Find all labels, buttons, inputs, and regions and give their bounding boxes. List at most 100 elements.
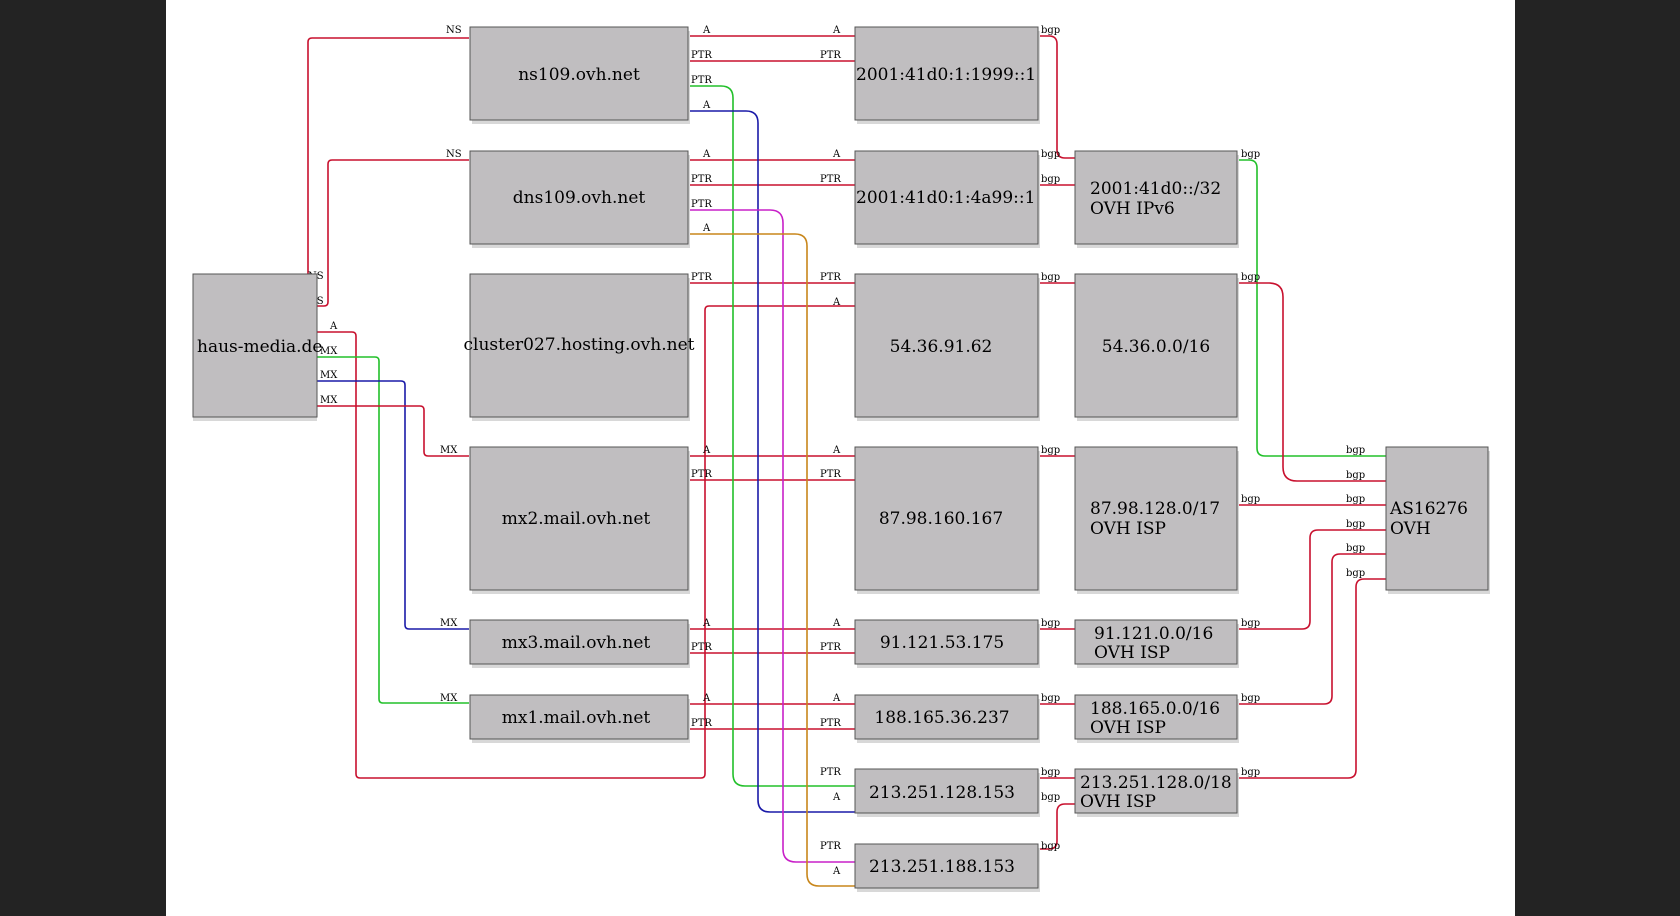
node-label: 2001:41d0:1:4a99::1: [856, 188, 1035, 208]
node-webhost[interactable]: cluster027.hosting.ovh.net: [464, 273, 695, 421]
node-label: cluster027.hosting.ovh.net: [464, 335, 695, 355]
node-label: 87.98.128.0/17: [1090, 499, 1220, 519]
port-label: A: [702, 25, 711, 36]
port-label: PTR: [691, 469, 712, 480]
port-label: bgp: [1041, 618, 1060, 629]
port-label: A: [702, 618, 711, 629]
node-label: OVH ISP: [1090, 519, 1166, 539]
edge-a-haus-ip213a: [300, 305, 855, 779]
edge-a-dns109-ip213b: [689, 233, 855, 887]
node-label: dns109.ovh.net: [513, 188, 646, 208]
port-label: PTR: [691, 174, 712, 185]
port-label: NS: [446, 149, 462, 160]
port-label: PTR: [820, 174, 841, 185]
node-network[interactable]: 213.251.128.0/18 OVH ISP: [1074, 768, 1239, 817]
edge-bgp-net91-as: [1239, 529, 1387, 630]
port-label: PTR: [820, 718, 841, 729]
port-label: PTR: [820, 469, 841, 480]
port-label: bgp: [1041, 792, 1060, 803]
port-label: bgp: [1346, 445, 1365, 456]
dns-graph: NS NS A MX MX MX NS NS MX MX MX A PTR PT…: [192, 25, 1490, 892]
edge-bgp-ip6a-net6: [1039, 35, 1076, 159]
diagram-canvas: NS NS A MX MX MX NS NS MX MX MX A PTR PT…: [166, 0, 1515, 916]
nodes: haus-media.de ns109.ovh.net dns109.ovh.n…: [192, 26, 1490, 892]
node-ip-address[interactable]: 2001:41d0:1:4a99::1: [854, 150, 1040, 248]
node-network[interactable]: 54.36.0.0/16: [1074, 273, 1239, 421]
port-label: bgp: [1241, 272, 1260, 283]
edge-bgp-ip213b-net213: [1039, 803, 1076, 850]
node-label: OVH IPv6: [1090, 199, 1175, 219]
node-label: mx2.mail.ovh.net: [502, 509, 651, 529]
port-label: MX: [440, 445, 458, 456]
port-label: A: [832, 297, 841, 308]
port-label: A: [702, 149, 711, 160]
node-label: 213.251.188.153: [869, 857, 1015, 877]
port-label: PTR: [691, 50, 712, 61]
node-mailserver[interactable]: mx2.mail.ovh.net: [469, 446, 690, 594]
node-ip-address[interactable]: 188.165.36.237: [854, 694, 1040, 743]
node-label: haus-media.de: [197, 337, 322, 357]
node-domain[interactable]: haus-media.de: [192, 273, 322, 421]
edge-ptr-ns109-ip213a: [689, 85, 855, 787]
edge-mx-haus-mx3: [300, 380, 469, 630]
node-autonomous-system[interactable]: AS16276 OVH: [1385, 446, 1490, 594]
port-label: bgp: [1041, 25, 1060, 36]
port-label: bgp: [1041, 149, 1060, 160]
node-label: 54.36.0.0/16: [1102, 337, 1210, 357]
port-label: bgp: [1346, 494, 1365, 505]
edge-bgp-net54-as: [1239, 282, 1387, 482]
port-label: bgp: [1041, 693, 1060, 704]
port-label: bgp: [1041, 841, 1060, 852]
port-label: A: [832, 149, 841, 160]
node-network[interactable]: 188.165.0.0/16 OVH ISP: [1074, 694, 1239, 743]
node-ip-address[interactable]: 213.251.128.153: [854, 768, 1040, 817]
node-label: AS16276: [1389, 499, 1468, 519]
port-label: A: [702, 223, 711, 234]
port-label: A: [832, 792, 841, 803]
port-label: A: [832, 866, 841, 877]
port-label: bgp: [1041, 767, 1060, 778]
node-ip-address[interactable]: 2001:41d0:1:1999::1: [854, 26, 1040, 124]
port-label: PTR: [820, 767, 841, 778]
port-label: A: [329, 321, 338, 332]
node-network[interactable]: 91.121.0.0/16 OVH ISP: [1074, 619, 1239, 668]
port-label: A: [832, 445, 841, 456]
node-label: 2001:41d0:1:1999::1: [856, 65, 1036, 85]
port-label: bgp: [1346, 519, 1365, 530]
node-ip-address[interactable]: 213.251.188.153: [854, 843, 1040, 892]
port-label: PTR: [820, 841, 841, 852]
port-label: bgp: [1241, 693, 1260, 704]
port-labels: NS NS A MX MX MX NS NS MX MX MX A PTR PT…: [308, 25, 1365, 877]
edge-bgp-net6-as: [1239, 159, 1387, 457]
port-label: PTR: [691, 75, 712, 86]
port-label: NS: [446, 25, 462, 36]
edge-bgp-net213-as: [1239, 578, 1387, 779]
port-label: A: [832, 25, 841, 36]
node-label: 213.251.128.0/18: [1080, 773, 1232, 793]
edge-bgp-net188-as: [1239, 553, 1387, 705]
node-mailserver[interactable]: mx3.mail.ovh.net: [469, 619, 690, 668]
port-label: MX: [440, 618, 458, 629]
port-label: bgp: [1041, 174, 1060, 185]
port-label: A: [832, 618, 841, 629]
node-label: OVH ISP: [1094, 643, 1170, 663]
node-ip-address[interactable]: 91.121.53.175: [854, 619, 1040, 668]
port-label: MX: [320, 395, 338, 406]
node-mailserver[interactable]: mx1.mail.ovh.net: [469, 694, 690, 743]
node-nameserver[interactable]: ns109.ovh.net: [469, 26, 690, 124]
node-ip-address[interactable]: 54.36.91.62: [854, 273, 1040, 421]
port-label: bgp: [1241, 149, 1260, 160]
node-label: 188.165.0.0/16: [1090, 699, 1220, 719]
port-label: PTR: [691, 718, 712, 729]
edges: [300, 35, 1387, 887]
node-label: 54.36.91.62: [890, 337, 993, 357]
node-label: 188.165.36.237: [874, 708, 1009, 728]
port-label: A: [702, 100, 711, 111]
edge-mx-haus-mx2: [300, 405, 469, 457]
port-label: PTR: [820, 272, 841, 283]
node-ip-address[interactable]: 87.98.160.167: [854, 446, 1040, 594]
node-nameserver[interactable]: dns109.ovh.net: [469, 150, 690, 248]
node-network[interactable]: 87.98.128.0/17 OVH ISP: [1074, 446, 1239, 594]
node-network[interactable]: 2001:41d0::/32 OVH IPv6: [1074, 150, 1239, 248]
edge-mx-haus-mx1: [300, 356, 469, 704]
